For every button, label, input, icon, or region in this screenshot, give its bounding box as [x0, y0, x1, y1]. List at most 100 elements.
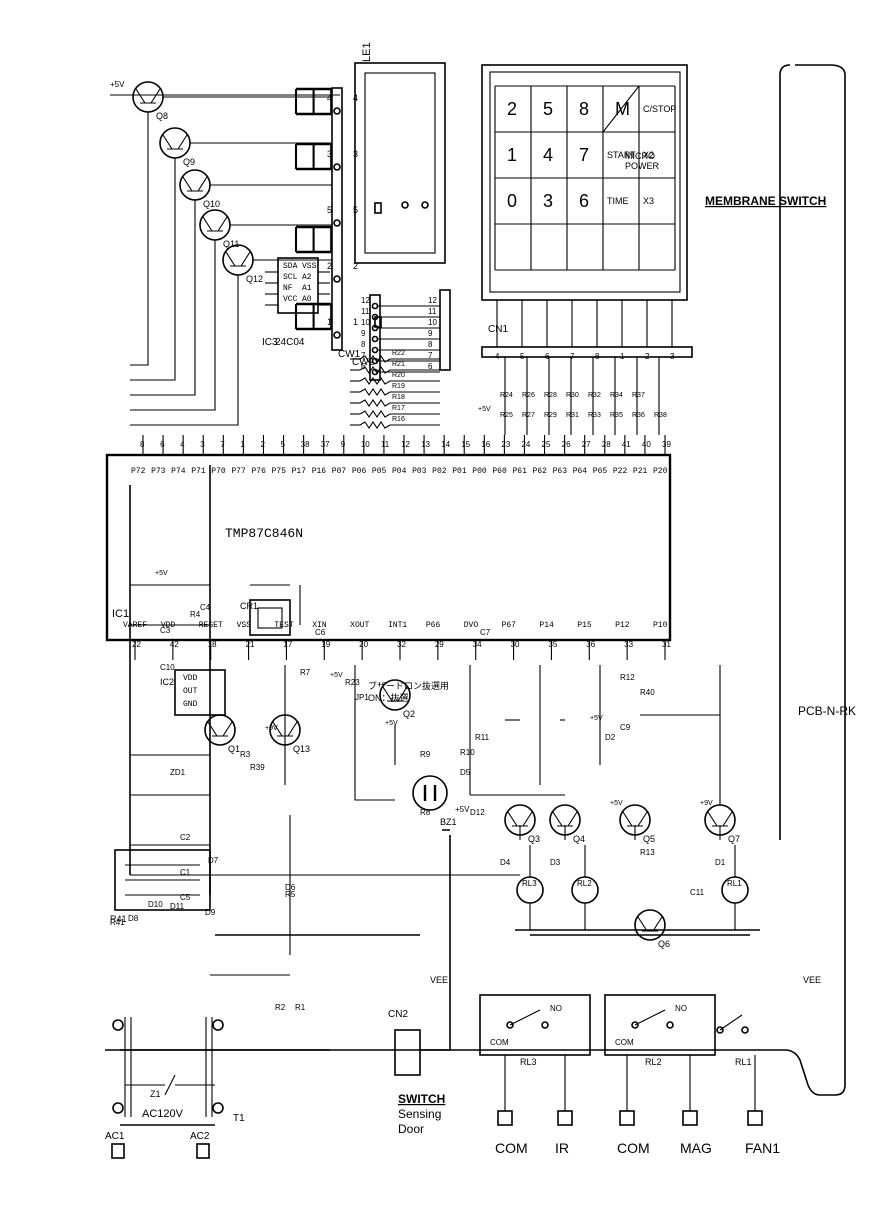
rectifier-bridge: R41	[110, 849, 211, 924]
part-d6: D6	[285, 883, 296, 892]
ic1-pin-num: 27	[582, 440, 591, 449]
resistor-label: R21	[392, 361, 405, 368]
q5-plus5: +5V	[590, 715, 603, 722]
cn2-label: CN2	[388, 1009, 408, 1020]
part-d11: D11	[170, 902, 185, 911]
cn1-resistor-label: R28	[544, 392, 557, 399]
part-r10: R10	[460, 748, 475, 757]
key-4[interactable]: 4	[543, 145, 553, 165]
relay-label: RL1	[727, 879, 742, 888]
ic1-pin-name: VSS	[237, 621, 252, 630]
relay-label: RL3	[522, 879, 537, 888]
key-x3[interactable]: X3	[643, 196, 654, 206]
resistor-network: R16R17R18R19R20R21R22R25R24R27R26R29R28R…	[350, 350, 667, 435]
driver-q10: Q10	[179, 169, 220, 209]
transistor-q5-label: Q5	[643, 834, 655, 844]
key-6[interactable]: 6	[579, 191, 589, 211]
q5-plus5b: +5V	[610, 800, 623, 807]
ic3-pin-name: SCL	[283, 273, 298, 282]
cw1-pin-num: 2	[327, 261, 332, 271]
cw2-pin-num: 9	[361, 329, 366, 338]
door-line-2: Sensing	[398, 1107, 441, 1121]
keypad-title: MEMBRANE SWITCH	[705, 194, 826, 208]
varistor-z1: Z1	[125, 1074, 215, 1099]
ic3-ref: IC3	[262, 337, 278, 348]
key-2[interactable]: 2	[507, 99, 517, 119]
jp1-plus5: +5V	[330, 672, 343, 679]
display-ref: LE1	[361, 42, 373, 62]
resistor-label: R20	[392, 372, 405, 379]
ic1-pin-num: 4	[180, 440, 185, 449]
svg-text:ブザードロン抜選用: ブザードロン抜選用	[368, 680, 449, 691]
key-power[interactable]: POWER	[625, 161, 660, 171]
le1-bottom-pins-bar	[439, 289, 451, 371]
transistor-q4: Q4	[549, 804, 585, 844]
digit-2	[294, 142, 333, 171]
term-com-1-connector	[497, 1110, 513, 1126]
key-8[interactable]: 8	[579, 99, 589, 119]
ic1-pin-name: INT1	[388, 621, 407, 630]
ic1-body	[105, 453, 672, 642]
ic1-pin-num: 39	[662, 440, 671, 449]
driver-q12: Q12	[222, 244, 263, 284]
ic3-part: 24C04	[275, 337, 305, 348]
le1-pin-num: 1	[353, 317, 358, 327]
key-time[interactable]: TIME	[607, 196, 629, 206]
resistor-r21	[359, 366, 440, 374]
cw1-label: CW1	[338, 349, 361, 360]
ic1-pin-name: P67	[502, 621, 517, 630]
cn1-connector	[481, 346, 693, 358]
key-5[interactable]: 5	[543, 99, 553, 119]
term-fan1-label: FAN1	[745, 1140, 780, 1156]
door-switch: CN2 Door Sensing SWITCH +5V	[388, 805, 470, 1136]
transistor-q1-label: Q1	[228, 744, 240, 754]
le1-bottom-pin-num: 8	[428, 340, 433, 349]
ic1-pin-num: 24	[521, 440, 530, 449]
transistor-q7: Q7	[704, 804, 740, 844]
resistor-label: R17	[392, 405, 405, 412]
key-cstop[interactable]: C/STOP	[643, 104, 676, 114]
ac120v-label: AC120V	[142, 1108, 184, 1120]
part-c10: C10	[160, 663, 175, 672]
term-com-1-label: COM	[495, 1140, 528, 1156]
part-jp1: JP1	[355, 693, 369, 702]
ic1-pin-name: P03	[412, 467, 427, 476]
key-x2[interactable]: X2	[643, 150, 654, 160]
key-7[interactable]: 7	[579, 145, 589, 165]
relay-contact-box	[479, 994, 591, 1056]
part-c9: C9	[620, 723, 631, 732]
key-m[interactable]: M	[615, 99, 630, 119]
display-outline	[354, 62, 446, 264]
cn1-resistor-label: R26	[522, 392, 535, 399]
part-r4: R4	[190, 610, 201, 619]
cn1-resistor-label: R33	[588, 412, 601, 419]
key-3[interactable]: 3	[543, 191, 553, 211]
jp1-note: ブザードロン抜選用 ON：抜選	[368, 680, 449, 703]
part-d9: D9	[205, 908, 216, 917]
vee-label-2: VEE	[803, 975, 821, 985]
cn1-pin-num: 4	[495, 352, 500, 361]
part-r9: R9	[420, 750, 431, 759]
key-1[interactable]: 1	[507, 145, 517, 165]
display-dot-2	[421, 201, 429, 209]
key-start[interactable]: START	[607, 150, 636, 160]
ic1-pin-num: 37	[321, 440, 330, 449]
le1-pin-num: 2	[353, 261, 358, 271]
resistor-r20	[359, 377, 440, 385]
ic1-pin-num: 29	[435, 640, 444, 649]
crystal-cr1: CR1	[240, 599, 291, 636]
ic1-pin-num: 28	[602, 440, 611, 449]
transistor-q6: Q6	[634, 909, 670, 949]
relay-ref: RL3	[520, 1057, 537, 1067]
le1-bottom-pin-num: 7	[428, 351, 433, 360]
ic3-pin-name: A1	[302, 284, 312, 293]
part-r5: R5	[285, 890, 296, 899]
key-0[interactable]: 0	[507, 191, 517, 211]
part-zd1: ZD1	[170, 768, 186, 777]
key-micro[interactable]: MICRO	[625, 151, 655, 161]
ic1-pin-name: P74	[171, 467, 186, 476]
ic1-pin-num: 7	[220, 440, 225, 449]
